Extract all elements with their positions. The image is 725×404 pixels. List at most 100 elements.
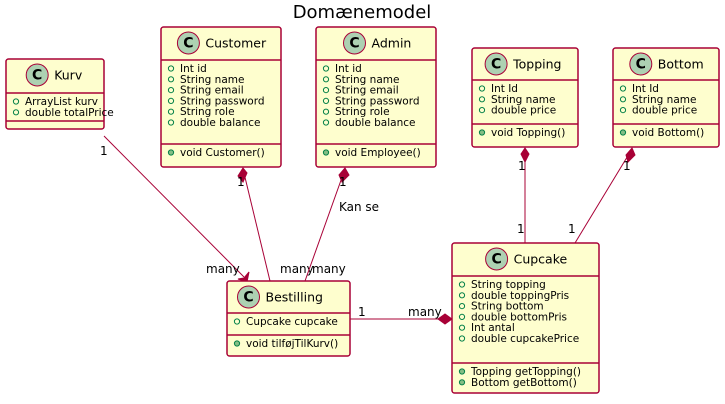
class-attribute: double price [491,105,556,117]
relation-admin-bestilling: 1 many Kan se [304,167,379,282]
class-name: Cupcake [514,252,568,267]
class-method: void tilføjTilKurv() [246,338,338,350]
public-visibility-icon [458,303,466,310]
composition-diamond [237,167,248,183]
public-visibility-icon [233,340,241,347]
public-visibility-icon [233,318,241,325]
class-stereotype-letter: C [636,57,646,73]
class-attribute: double cupcakePrice [471,333,579,345]
class-stereotype-letter: C [491,252,501,268]
public-visibility-icon [322,119,330,126]
class-attribute: double toppingPris [471,290,569,302]
class-name: Admin [372,36,412,51]
class-stereotype-icon [629,52,653,76]
class-stereotype-letter: C [349,36,359,52]
public-visibility-icon [322,149,330,156]
class-method: void Topping() [491,127,565,139]
relation-bottom-cupcake: 11 [568,147,636,244]
multiplicity-target: many [312,262,346,276]
public-visibility-icon [167,76,175,83]
public-visibility-icon [322,76,330,83]
public-visibility-icon [322,65,330,72]
public-visibility-icon [167,149,175,156]
class-attribute: Int Id [491,83,518,95]
class-attribute: Int Id [632,83,659,95]
class-stereotype-icon [343,31,366,55]
class-attribute: double balance [335,117,415,129]
class-attribute: String email [335,85,399,97]
class-box [315,26,437,168]
public-visibility-icon [458,379,466,386]
multiplicity-target: 1 [568,222,576,236]
public-visibility-icon [619,96,627,103]
class-attribute: String password [180,95,265,107]
class-method: void Bottom() [632,127,704,139]
public-visibility-icon [167,119,175,126]
class-stereotype-letter: C [32,68,42,84]
public-visibility-icon [167,97,175,105]
relation-label: Kan se [339,200,379,214]
class-attribute: double bottomPris [471,311,567,323]
class-stereotype-letter: C [243,290,253,306]
multiplicity-target: many [206,262,240,276]
class-stereotype-icon [237,285,260,309]
multiplicity-target: 1 [517,222,525,236]
class-attribute: double price [632,105,697,117]
public-visibility-icon [478,96,486,103]
relation-topping-cupcake: 11 [517,147,530,243]
class-stereotype-icon [485,247,509,271]
public-visibility-icon [322,108,330,115]
class-stereotype-letter: C [491,57,501,73]
class-method: void Customer() [180,147,265,159]
class-attribute: Int id [180,63,207,75]
class-name: Topping [512,57,561,72]
public-visibility-icon [322,87,330,94]
public-visibility-icon [458,335,466,342]
public-visibility-icon [478,129,486,136]
class-name: Kurv [54,68,83,83]
public-visibility-icon [458,324,466,331]
composition-diamond [338,167,350,183]
public-visibility-icon [478,107,486,114]
class-attribute: String name [491,94,555,106]
multiplicity-source: 1 [358,305,366,319]
association-line [242,168,271,282]
public-visibility-icon [12,98,20,105]
class-attribute: String name [335,74,399,86]
class-attribute: String role [180,106,235,118]
multiplicity-source: 1 [100,144,108,158]
public-visibility-icon [167,65,175,72]
relation-kurv-bestilling: 1 many [100,135,250,283]
class-attribute: String name [632,94,696,106]
multiplicity-source: 1 [623,159,631,173]
class-name: Bottom [658,57,704,72]
diagram-title: Domænemodel [293,2,432,23]
class-attribute: double balance [180,117,260,129]
multiplicity-target: many [408,305,442,319]
class-stereotype-icon [484,52,508,76]
public-visibility-icon [458,368,466,375]
composition-diamond [625,147,636,163]
multiplicity-source: 1 [339,175,347,189]
class-name: Bestilling [266,290,323,305]
composition-diamond [520,147,530,164]
class-attribute: String topping [471,279,546,291]
class-stereotype-icon [176,31,200,55]
class-attribute: String password [335,95,420,107]
class-attribute: String role [335,106,390,118]
multiplicity-target: many [280,262,314,276]
public-visibility-icon [458,292,466,299]
class-box [451,242,600,394]
class-method: Bottom getBottom() [471,377,577,389]
association-line [574,148,633,244]
class-attribute: ArrayList kurv [25,96,98,108]
public-visibility-icon [619,85,627,92]
